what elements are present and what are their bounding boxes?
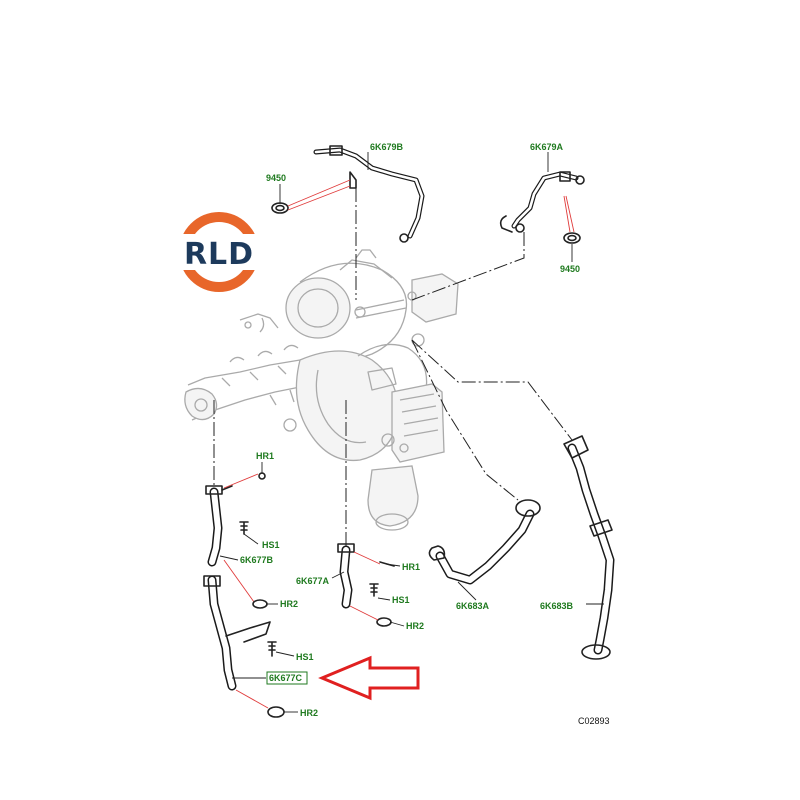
reference-code: C02893	[578, 716, 610, 726]
label-9450-left: 9450	[266, 173, 286, 183]
turbocharger-assembly	[184, 249, 459, 531]
oil-return-pipe-6k679a	[499, 171, 585, 233]
label-9450-right: 9450	[560, 264, 580, 274]
leader-lines	[219, 152, 604, 713]
highlight-arrow	[318, 655, 420, 701]
label-hs1-a: HS1	[262, 540, 280, 550]
logo-text: RLD	[184, 237, 254, 272]
label-6k677c: 6K677C	[269, 673, 303, 683]
label-hs1-c: HS1	[392, 595, 410, 605]
label-6k677c-box	[266, 671, 308, 685]
routing-lines	[213, 188, 573, 546]
part-labels: 6K679B 6K679A 9450 9450 HR1 HS1 6K677B H…	[240, 142, 610, 726]
label-6k679b: 6K679B	[370, 142, 404, 152]
rld-logo: RLD	[176, 212, 262, 292]
label-hr2-a: HR2	[280, 599, 298, 609]
hose-6k683a	[428, 499, 541, 585]
label-hr2-c: HR2	[406, 621, 424, 631]
oil-feed-pipe-6k679b	[313, 145, 425, 243]
washers-9450	[271, 179, 581, 244]
coolant-hose-6k677c	[203, 575, 285, 718]
label-hr1-mid: HR1	[402, 562, 420, 572]
label-hs1-b: HS1	[296, 652, 314, 662]
label-hr1-left: HR1	[256, 451, 274, 461]
label-hr2-b: HR2	[300, 708, 318, 718]
label-6k683a: 6K683A	[456, 601, 490, 611]
coolant-hose-6k677a	[337, 543, 395, 627]
coolant-hose-6k677b	[205, 472, 268, 609]
label-6k677a: 6K677A	[296, 576, 330, 586]
label-6k683b: 6K683B	[540, 601, 574, 611]
hose-6k683b	[563, 435, 615, 660]
label-6k679a: 6K679A	[530, 142, 564, 152]
label-6k677b: 6K677B	[240, 555, 274, 565]
